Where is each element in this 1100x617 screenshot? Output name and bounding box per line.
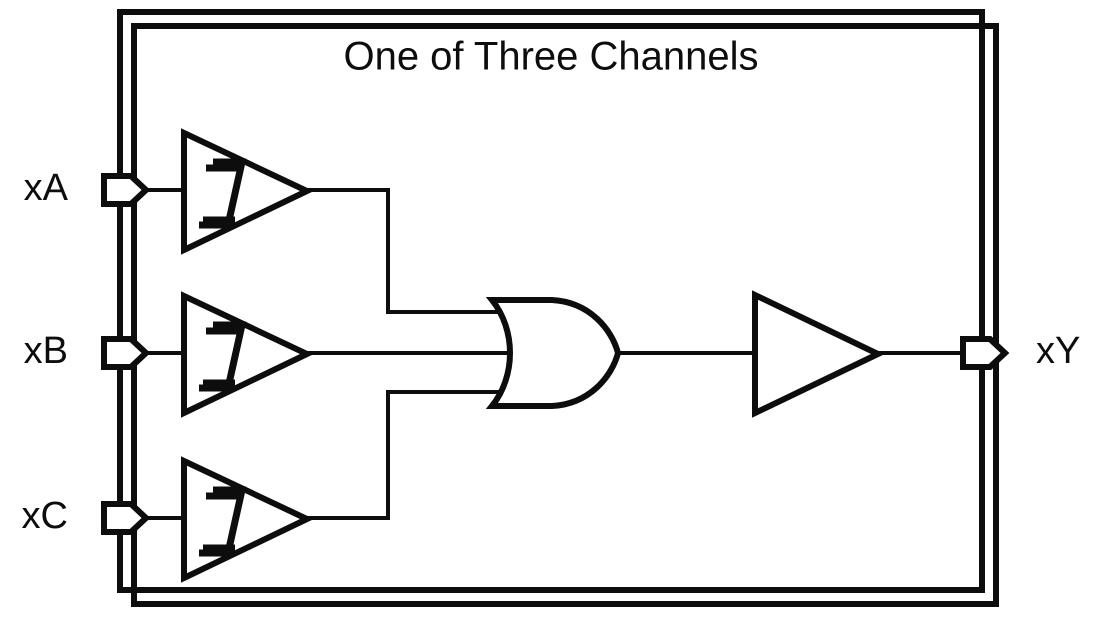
input-pin-shape-xc [101,501,151,535]
pin-xb[interactable] [101,336,151,370]
pin-xa[interactable] [101,173,151,207]
package-outline [117,9,985,593]
or-gate-body [485,297,622,409]
hysteresis-icon-b [199,321,247,392]
buffer-triangle-a [181,128,314,255]
output-buffer-triangle [752,290,885,418]
input-pin-shape-xb [101,336,151,370]
wire-buffer-a-to-or-gate [305,188,500,314]
gate-schmitt-buffer-c[interactable] [181,456,314,583]
page-title: One of Three Channels [343,35,758,79]
buffer-triangle-b [181,291,314,418]
hysteresis-icon-a [199,158,247,229]
input-pin-shape-xa [101,173,151,207]
hysteresis-icon-c [199,486,247,557]
gate-schmitt-buffer-a[interactable] [181,128,314,255]
port-label-xa: xA [24,167,69,209]
pin-xy[interactable] [960,336,1010,370]
package-outline-shadow [131,23,999,607]
wire-buffer-c-to-or-gate [305,390,500,520]
gate-or[interactable] [485,297,622,409]
gate-schmitt-buffer-b[interactable] [181,291,314,418]
package-outline-group [117,9,999,607]
port-label-xc: xC [22,495,68,537]
output-pin-shape-xy [960,336,1010,370]
port-label-xb: xB [24,330,68,372]
port-label-xy: xY [1036,330,1080,372]
pin-xc[interactable] [101,501,151,535]
gate-output-buffer[interactable] [752,290,885,418]
buffer-triangle-c [181,456,314,583]
